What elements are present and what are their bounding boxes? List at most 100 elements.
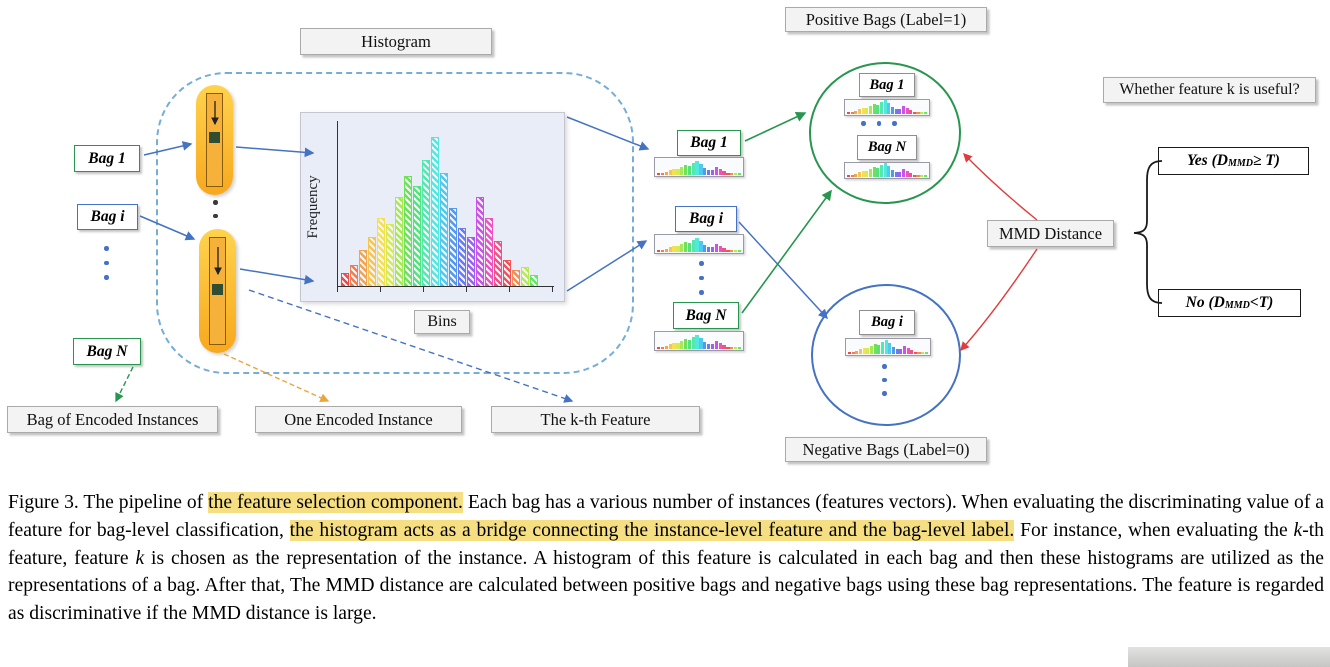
mini-histogram-bar — [730, 173, 734, 175]
left-bag-1: Bag 1 — [74, 145, 140, 172]
mini-histogram-bar — [695, 161, 699, 175]
mini-histogram-bar — [714, 341, 718, 349]
mini-histogram-bar — [873, 344, 877, 354]
mini-histogram-bar — [691, 163, 695, 175]
positive-bags-title-box: Positive Bags (Label=1) — [785, 7, 987, 32]
mini-histogram-bar — [668, 344, 672, 349]
mini-histogram-bar — [657, 173, 661, 175]
mini-histogram-bar — [718, 246, 722, 252]
negative-bag-i-histogram-strip — [845, 338, 931, 356]
mini-histogram-bar — [879, 165, 884, 177]
mini-histogram-bar — [680, 244, 684, 252]
histogram-bar — [359, 250, 367, 286]
mini-histogram-bar — [710, 247, 715, 252]
mini-histogram-bar — [910, 350, 914, 354]
mini-histogram-bar — [691, 337, 695, 349]
mini-histogram-bar — [854, 174, 858, 177]
mini-histogram-bar — [695, 335, 699, 349]
mini-histogram-bar — [912, 112, 916, 114]
histogram-plot: Frequency — [300, 112, 565, 302]
mini-histogram-bar — [683, 165, 688, 175]
mini-histogram-bar — [862, 348, 866, 354]
mini-histogram-bar — [676, 246, 680, 252]
mini-histogram-bar — [660, 173, 665, 175]
mini-histogram-bar — [680, 167, 684, 175]
mini-histogram-bar — [901, 106, 905, 114]
histogram-bar — [386, 224, 394, 286]
bottom-right-overlay — [1128, 647, 1330, 667]
frequency-axis-label: Frequency — [305, 175, 321, 239]
mini-histogram-bar — [660, 250, 665, 252]
mini-histogram-bar — [687, 166, 692, 175]
mini-histogram-bar — [861, 171, 865, 177]
red-arrows — [960, 153, 1038, 352]
histogram-bar — [341, 273, 349, 286]
decision-no-subscript: MMD — [1224, 300, 1250, 311]
histogram-bar — [404, 176, 412, 286]
arrow-midbagn-to-positive-circle — [741, 189, 832, 314]
mini-histogram-bar — [733, 250, 738, 252]
mini-histogram-bar — [683, 242, 688, 252]
mini-histogram-bar — [901, 169, 905, 177]
mini-histogram-bar — [905, 108, 909, 114]
histogram-bar — [494, 241, 502, 286]
mini-histogram-bar — [660, 347, 665, 349]
mini-histogram-bar — [664, 172, 669, 175]
mini-histogram-bar — [857, 172, 862, 177]
bins-axis-label-box: Bins — [414, 310, 470, 334]
mini-histogram-bar — [664, 346, 669, 349]
mini-histogram-bar — [880, 342, 885, 354]
mid-bag-n: Bag N — [673, 302, 739, 329]
mid-bag-1-histogram-strip — [654, 157, 744, 177]
encoded-instance-pill-1 — [196, 85, 233, 195]
legend-one-encoded-instance: One Encoded Instance — [255, 406, 462, 433]
decision-brace — [1133, 160, 1163, 304]
mini-histogram-bar — [855, 351, 859, 354]
histogram-x-ticks — [337, 287, 554, 292]
mini-histogram-bar — [730, 347, 734, 349]
mini-histogram-bar — [668, 170, 672, 175]
encoded-instance-pill-2 — [199, 229, 236, 353]
legend-kth-feature: The k-th Feature — [491, 406, 700, 433]
mini-histogram-bar — [868, 169, 873, 177]
mini-histogram-bar — [920, 175, 924, 177]
mini-histogram-bar — [706, 170, 711, 175]
mmd-distance-box: MMD Distance — [987, 220, 1114, 247]
histogram-bar — [368, 237, 376, 286]
caption-segment: k — [135, 547, 145, 569]
mini-histogram-bar — [872, 167, 876, 177]
mini-histogram-bar — [890, 107, 895, 114]
histogram-bar — [530, 275, 538, 286]
mini-histogram-bar — [916, 112, 920, 114]
histogram-bar — [458, 228, 466, 286]
mini-histogram-bar — [854, 111, 858, 114]
mini-histogram-bar — [898, 172, 902, 177]
mini-histogram-bar — [714, 167, 718, 175]
mid-bag-i: Bag i — [675, 206, 737, 232]
mini-histogram-bar — [877, 345, 881, 354]
mid-bag-n-histogram-strip — [654, 331, 744, 351]
mini-histogram-bar — [703, 342, 707, 349]
mini-histogram-bar — [668, 247, 672, 252]
mini-histogram-bar — [695, 238, 699, 252]
mini-histogram-bar — [730, 250, 734, 252]
mini-histogram-bar — [672, 343, 676, 349]
left-bag-n: Bag N — [73, 338, 141, 365]
mini-histogram-bar — [921, 352, 925, 354]
mini-histogram-bar — [676, 343, 680, 349]
histogram-bar — [503, 260, 511, 286]
mini-histogram-bar — [902, 346, 906, 354]
mini-histogram-bar — [680, 341, 684, 349]
mini-histogram-bar — [887, 103, 891, 114]
mini-histogram-bar — [737, 347, 742, 349]
decision-yes-subscript: MMD — [1227, 158, 1253, 169]
mini-histogram-bar — [865, 171, 869, 177]
figure-caption: Figure 3. The pipeline of the feature se… — [8, 489, 1324, 628]
mini-histogram-bar — [909, 110, 913, 114]
mini-histogram-bar — [710, 170, 715, 175]
negative-bags-circle: Bag i — [811, 284, 961, 426]
histogram-bar — [521, 267, 529, 286]
histogram-bars — [337, 121, 554, 287]
mini-histogram-bar — [699, 241, 703, 252]
